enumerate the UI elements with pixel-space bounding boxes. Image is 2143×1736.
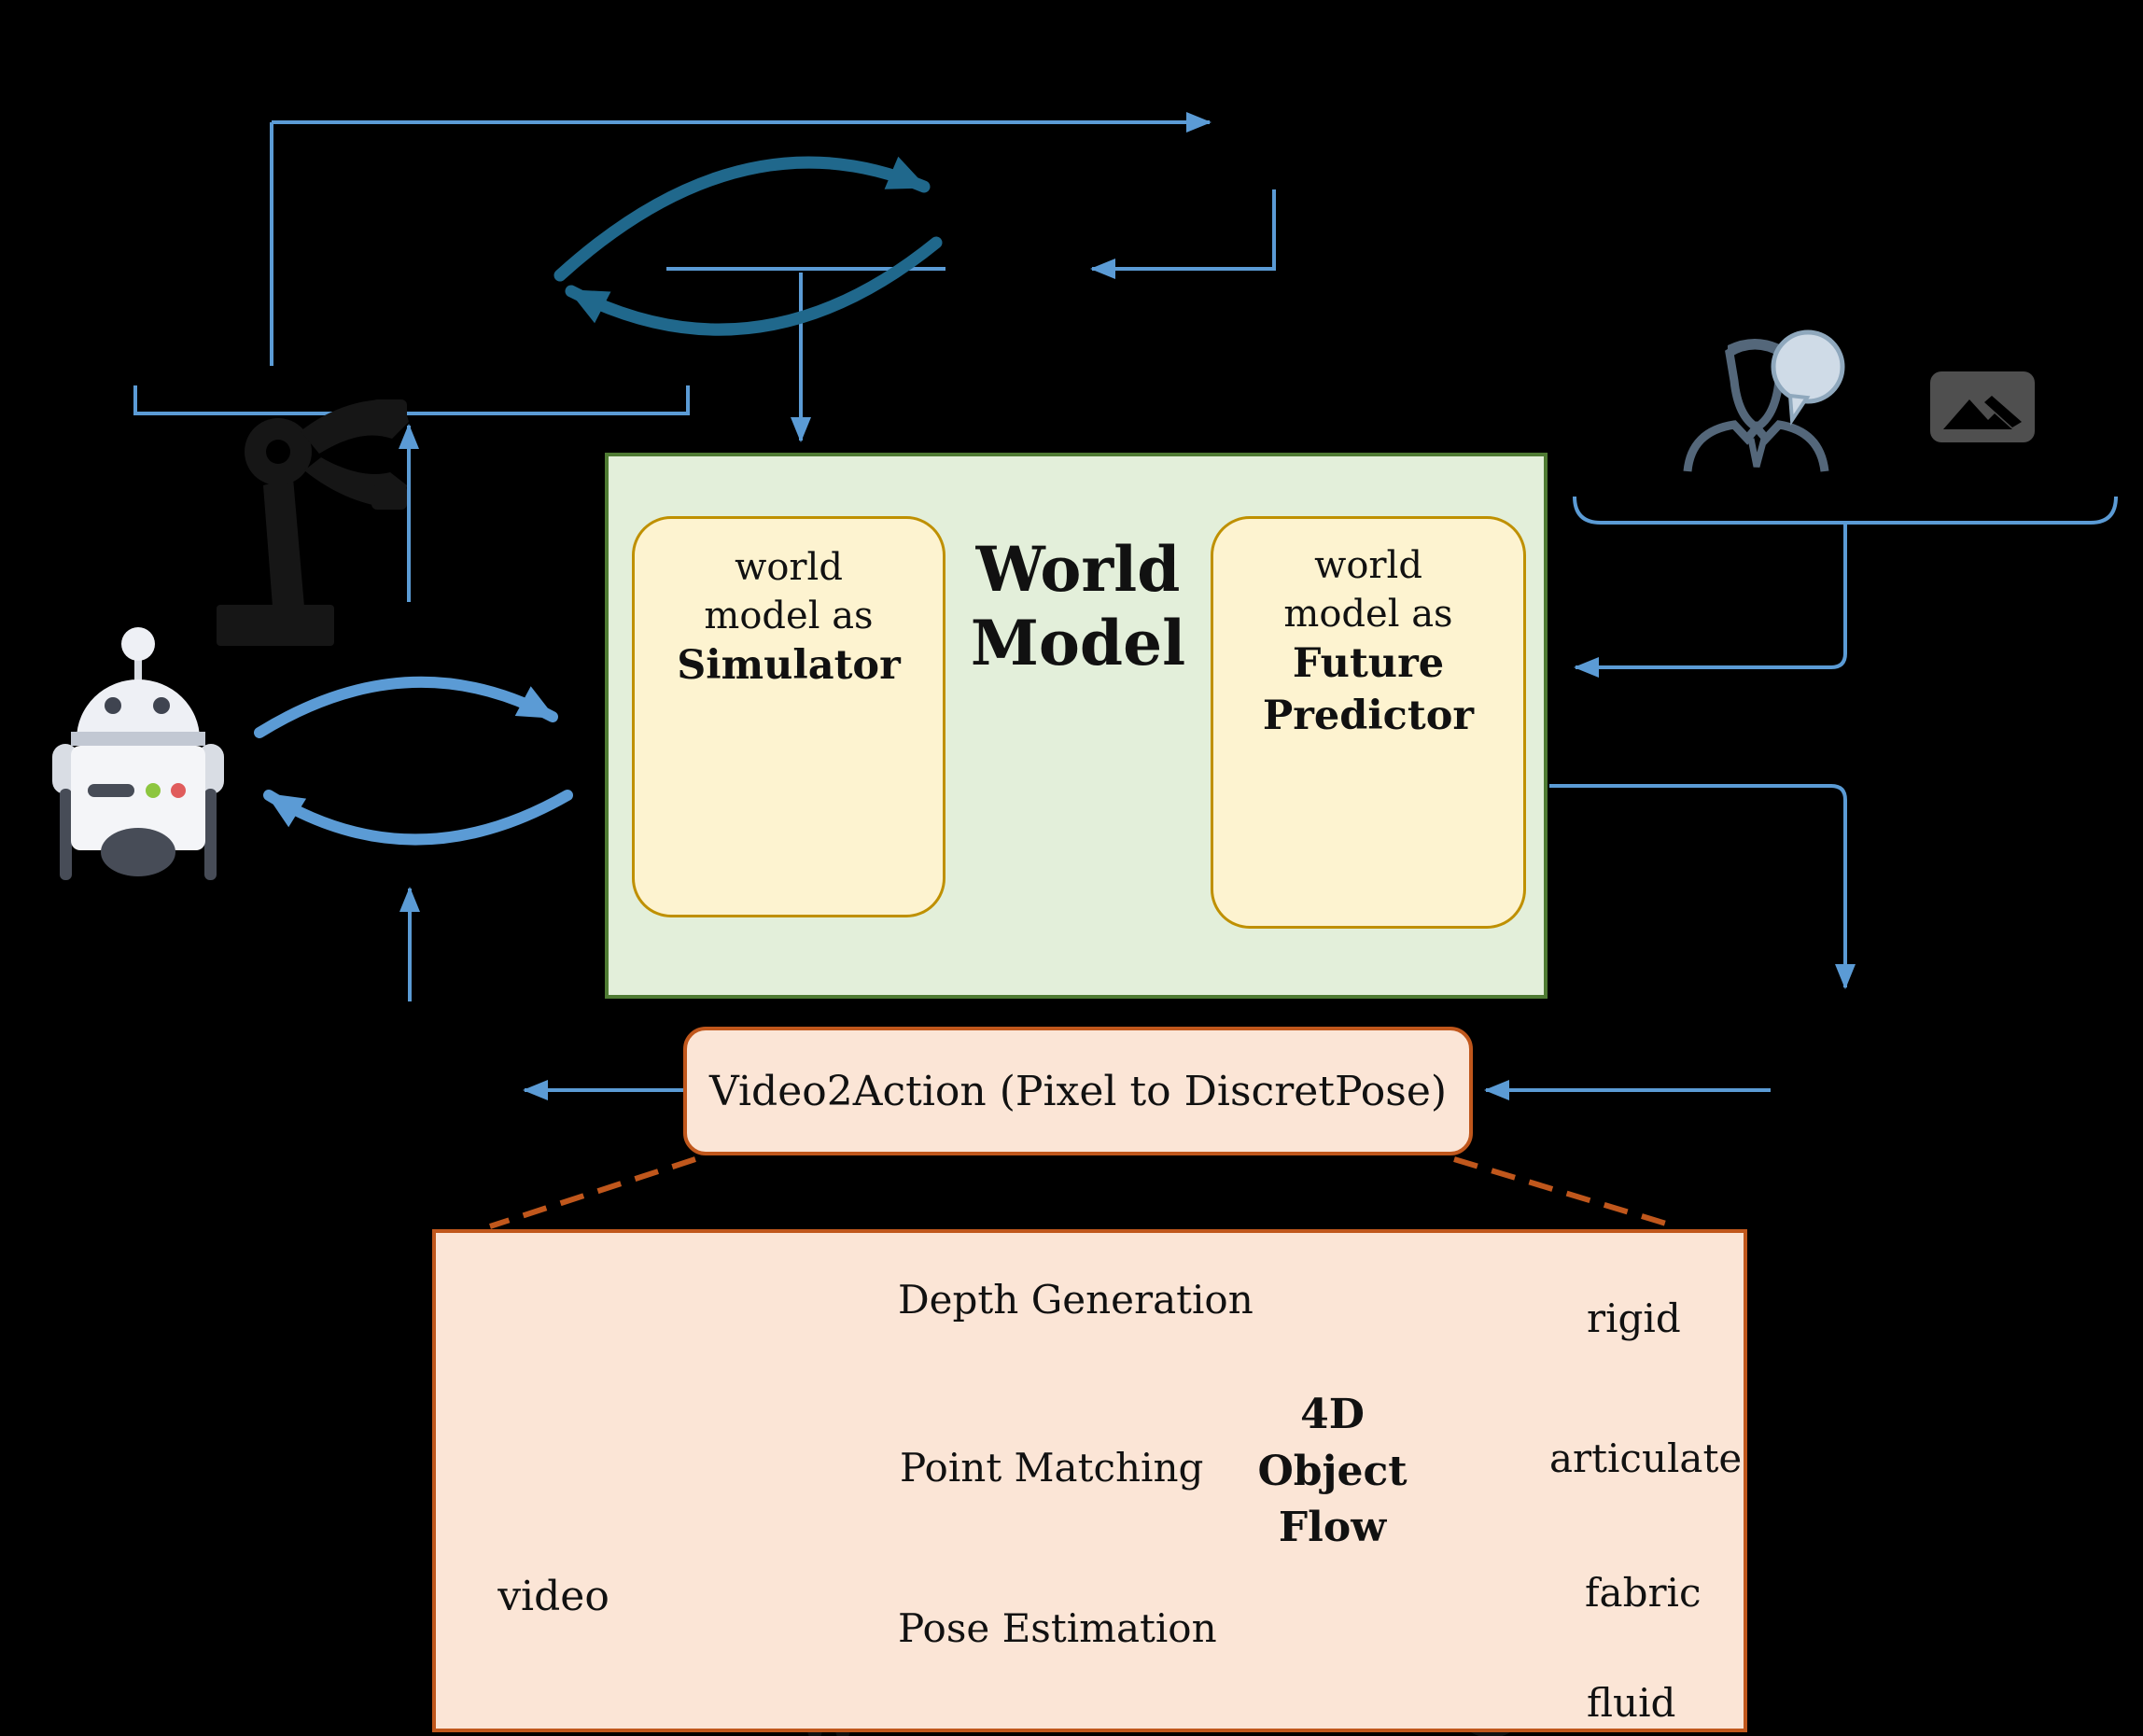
world-model-title-line1: World [975, 532, 1181, 606]
zoom-dashed-lines [489, 1156, 1676, 1229]
human-instruction-icon [1683, 329, 1845, 472]
flow-label: 4D Object Flow [1251, 1389, 1414, 1555]
world-model-title: World Model [952, 523, 1204, 691]
inputs-to-predictor-arrow [1574, 523, 1847, 678]
robot-cycle-arrows-icon [254, 676, 573, 846]
flow-line1: 4D [1300, 1390, 1365, 1438]
flow-line2: Object [1257, 1447, 1408, 1495]
future-line1: world [1314, 544, 1422, 588]
simulator-line1: world [735, 546, 843, 590]
robot-icon [52, 627, 224, 880]
object-label-fabric: fabric [1585, 1570, 1702, 1616]
video2action-label: Video2Action (Pixel to DiscretPose) [693, 1027, 1464, 1155]
predictor-out-line [1549, 784, 1856, 989]
future-predictor-box [1211, 516, 1526, 929]
flow-line3: Flow [1278, 1504, 1387, 1552]
world-model-title-line2: Model [970, 607, 1186, 679]
video-label: video [474, 1570, 633, 1622]
right-return-arrow [1090, 189, 1276, 279]
inputs-bracket [1573, 496, 2118, 525]
object-label-fluid: fluid [1587, 1680, 1676, 1726]
future-bold1: Future [1292, 640, 1445, 688]
future-bold2: Predictor [1262, 693, 1475, 739]
future-line2: model as [1283, 593, 1453, 637]
video2action-text: Video2Action (Pixel to DiscretPose) [708, 1067, 1448, 1115]
future-predictor-label: world model as Future Predictor [1220, 534, 1517, 750]
task-label-point: Point Matching [900, 1445, 1204, 1491]
video-text: video [497, 1572, 609, 1620]
robot-arm-bracket [133, 385, 690, 415]
simulator-box [632, 516, 945, 917]
task-label-depth: Depth Generation [898, 1277, 1254, 1323]
object-label-rigid: rigid [1587, 1295, 1681, 1341]
sim-cycle-arrows-icon [553, 156, 943, 336]
object-label-articulate: articulate [1549, 1435, 1743, 1481]
image-icon [1930, 371, 2035, 442]
robot-arm-icon [217, 399, 409, 646]
task-label-pose: Pose Estimation [898, 1605, 1217, 1651]
simulator-line2: model as [704, 595, 874, 638]
simulator-label: world model as Simulator [641, 534, 936, 702]
blue-connectors [133, 112, 2118, 1100]
simulator-bold: Simulator [677, 642, 901, 690]
pipeline-box [432, 1229, 1747, 1732]
video2action-box [683, 1027, 1473, 1155]
